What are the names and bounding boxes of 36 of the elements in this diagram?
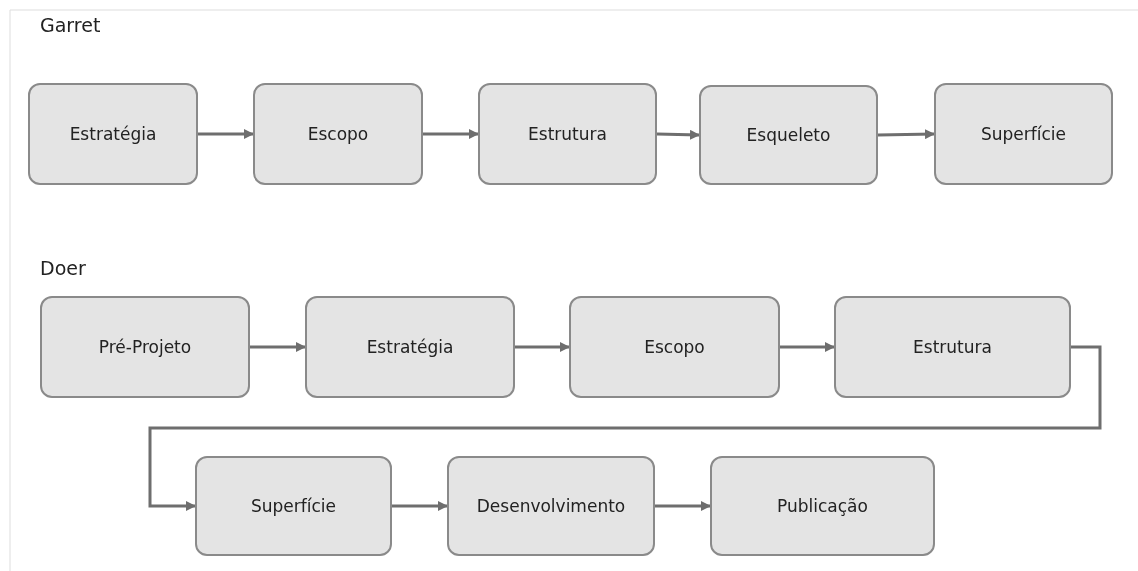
- process-box: [834, 296, 1071, 398]
- step-label: Estratégia: [69, 124, 157, 144]
- step-label: Superfície: [250, 496, 336, 516]
- row-heading: Garret: [40, 14, 101, 36]
- step-label: Superfície: [980, 124, 1066, 144]
- process-box: [934, 83, 1113, 185]
- process-box: [478, 83, 657, 185]
- step-label: Escopo: [307, 124, 369, 144]
- step-label: Esqueleto: [746, 125, 831, 145]
- process-box: [195, 456, 392, 556]
- step-label: Publicação: [777, 496, 868, 516]
- process-box: [28, 83, 198, 185]
- step-label: Escopo: [644, 337, 705, 357]
- step-label: Pré-Projeto: [98, 337, 192, 357]
- process-box: [569, 296, 780, 398]
- process-box: [40, 296, 250, 398]
- arrow: [877, 129, 935, 140]
- process-box: [699, 85, 878, 185]
- step-label: Desenvolvimento: [476, 496, 626, 516]
- step-label: Estrutura: [913, 337, 992, 357]
- arrow: [656, 129, 700, 140]
- arrow: [250, 342, 306, 352]
- process-box: [710, 456, 935, 556]
- arrow: [423, 129, 479, 139]
- arrow: [515, 342, 570, 352]
- step-label: Estratégia: [366, 337, 454, 357]
- process-box: [305, 296, 515, 398]
- arrow: [780, 342, 835, 352]
- row-heading: Doer: [40, 257, 86, 279]
- arrow: [198, 129, 254, 139]
- arrow: [392, 501, 448, 511]
- step-label: Estrutura: [528, 124, 607, 144]
- process-box: [447, 456, 655, 556]
- arrow: [655, 501, 711, 511]
- arrow: [148, 345, 1102, 511]
- process-box: [253, 83, 423, 185]
